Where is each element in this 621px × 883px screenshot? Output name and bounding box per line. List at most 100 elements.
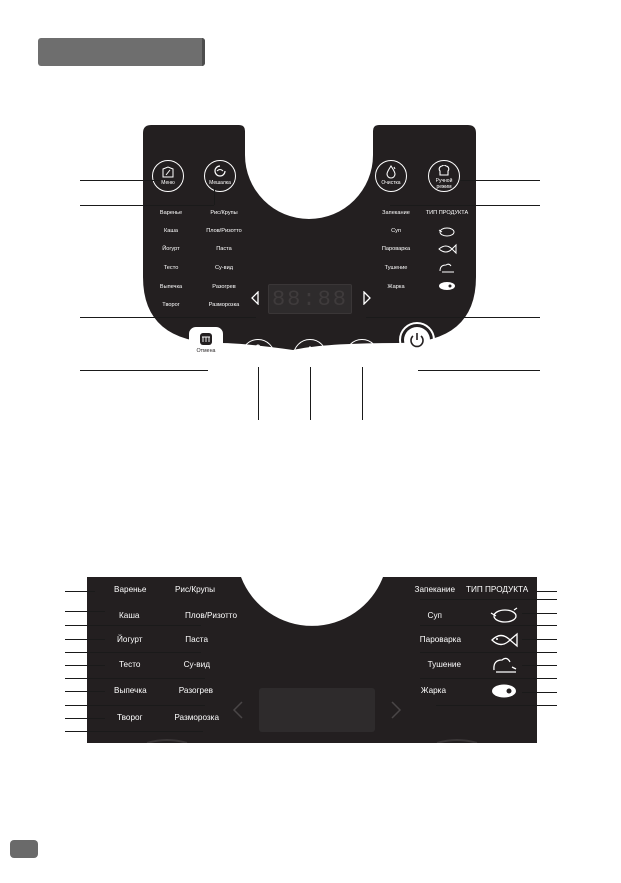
clean-label: Очистка [381, 180, 401, 186]
leader-line [420, 625, 557, 626]
display [268, 284, 352, 314]
program-label: Варенье [159, 210, 183, 216]
fish-icon [491, 632, 518, 648]
leader-line [65, 705, 205, 706]
program-label: Йогурт [162, 246, 180, 252]
leader-line [390, 205, 540, 206]
delay-icon [356, 345, 368, 357]
leader-line [65, 691, 105, 692]
delay-label: Отложенный старт [348, 358, 376, 368]
program-label: Жарка [420, 686, 446, 695]
temperature-label: Температура [243, 361, 273, 366]
program-label: Тушение [427, 660, 461, 669]
program-label: Суп [391, 228, 401, 234]
manual-mode-button[interactable]: Ручной режим [428, 160, 460, 192]
leader-line [522, 613, 557, 614]
program-label: Жарка [387, 284, 405, 290]
program-label: Рис/Крупы [174, 585, 215, 594]
leader-line [80, 370, 208, 371]
menu-icon [162, 166, 174, 178]
program-label: Су-вид [214, 265, 234, 271]
arrow-right-icon [391, 701, 402, 719]
leader-line [366, 317, 540, 318]
steak-icon [492, 684, 516, 698]
leader-line [362, 367, 363, 420]
program-label: Запекание [382, 210, 410, 216]
section-header-tab [38, 38, 205, 66]
program-label: Паста [185, 635, 208, 644]
cancel-button[interactable]: Отмена [189, 327, 223, 365]
program-label: Выпечка [114, 686, 147, 695]
program-label: Разогрев [212, 284, 236, 290]
chef-hat-icon [438, 165, 450, 176]
program-label: Творог [162, 302, 180, 308]
program-label: Пароварка [419, 635, 461, 644]
program-label: Разморозка [174, 713, 219, 722]
leader-line [65, 591, 95, 592]
time-label: Время [302, 360, 318, 366]
zoomed-panel [87, 577, 537, 743]
leader-line [65, 652, 201, 653]
program-label: Паста [216, 246, 232, 252]
leader-line [65, 731, 203, 732]
steak-icon [439, 282, 455, 290]
fish-icon [438, 243, 457, 255]
program-label: Плов/Ризотто [206, 228, 242, 234]
program-label: Рис/Крупы [210, 210, 238, 216]
program-label: Су-вид [183, 660, 210, 669]
leader-line [420, 678, 557, 679]
stir-label: Мешалка [209, 180, 231, 186]
leader-line [65, 718, 105, 719]
leader-line [80, 180, 160, 181]
program-label: Разморозка [208, 302, 240, 308]
cancel-label: Отмена [196, 348, 216, 354]
thermometer-icon [255, 344, 261, 359]
meat-icon [493, 657, 517, 673]
leader-line [65, 611, 105, 612]
program-label: Творог [117, 713, 143, 722]
chicken-icon [438, 227, 455, 237]
manual-label: Ручной режим [435, 178, 453, 190]
stir-button[interactable]: Мешалка [204, 160, 236, 192]
leader-line [537, 591, 557, 592]
leader-line [418, 370, 540, 371]
leader-line [65, 665, 105, 666]
program-label: Каша [119, 611, 140, 620]
power-button[interactable] [399, 322, 435, 358]
product-type-label: ТИП ПРОДУКТА [425, 210, 469, 216]
leader-line [258, 367, 259, 420]
leader-line [522, 692, 557, 693]
arrow-left-icon [232, 701, 243, 719]
program-label: Разогрев [178, 686, 213, 695]
program-label: Тесто [163, 265, 179, 271]
leader-line [420, 652, 557, 653]
clean-icon [386, 165, 396, 179]
leader-line [420, 599, 557, 600]
menu-label: Меню [161, 180, 175, 186]
arrow-left-icon[interactable] [250, 291, 260, 305]
program-label: Пароварка [381, 246, 411, 252]
leader-line [460, 180, 540, 181]
page-number-badge [10, 840, 38, 858]
program-label: Варенье [114, 585, 147, 594]
stopwatch-icon [304, 346, 316, 359]
program-label: Тушение [384, 265, 408, 271]
leader-line [80, 205, 214, 206]
power-icon [410, 333, 424, 348]
zoomed-display [259, 688, 375, 732]
leader-line [80, 317, 256, 318]
chicken-icon [490, 607, 518, 623]
leader-line [522, 639, 557, 640]
leader-line [214, 187, 215, 205]
stir-icon [214, 165, 226, 177]
product-type-label: ТИП ПРОДУКТА [466, 585, 529, 594]
meat-icon [439, 263, 454, 273]
display-digits: 88:88 [271, 287, 348, 312]
menu-button[interactable]: Меню [152, 160, 184, 192]
arrow-right-icon[interactable] [362, 291, 372, 305]
program-label: Плов/Ризотто [185, 611, 237, 620]
program-label: Выпечка [159, 284, 183, 290]
leader-line [65, 639, 105, 640]
leader-line [65, 625, 201, 626]
clean-button[interactable]: Очистка [375, 160, 407, 192]
